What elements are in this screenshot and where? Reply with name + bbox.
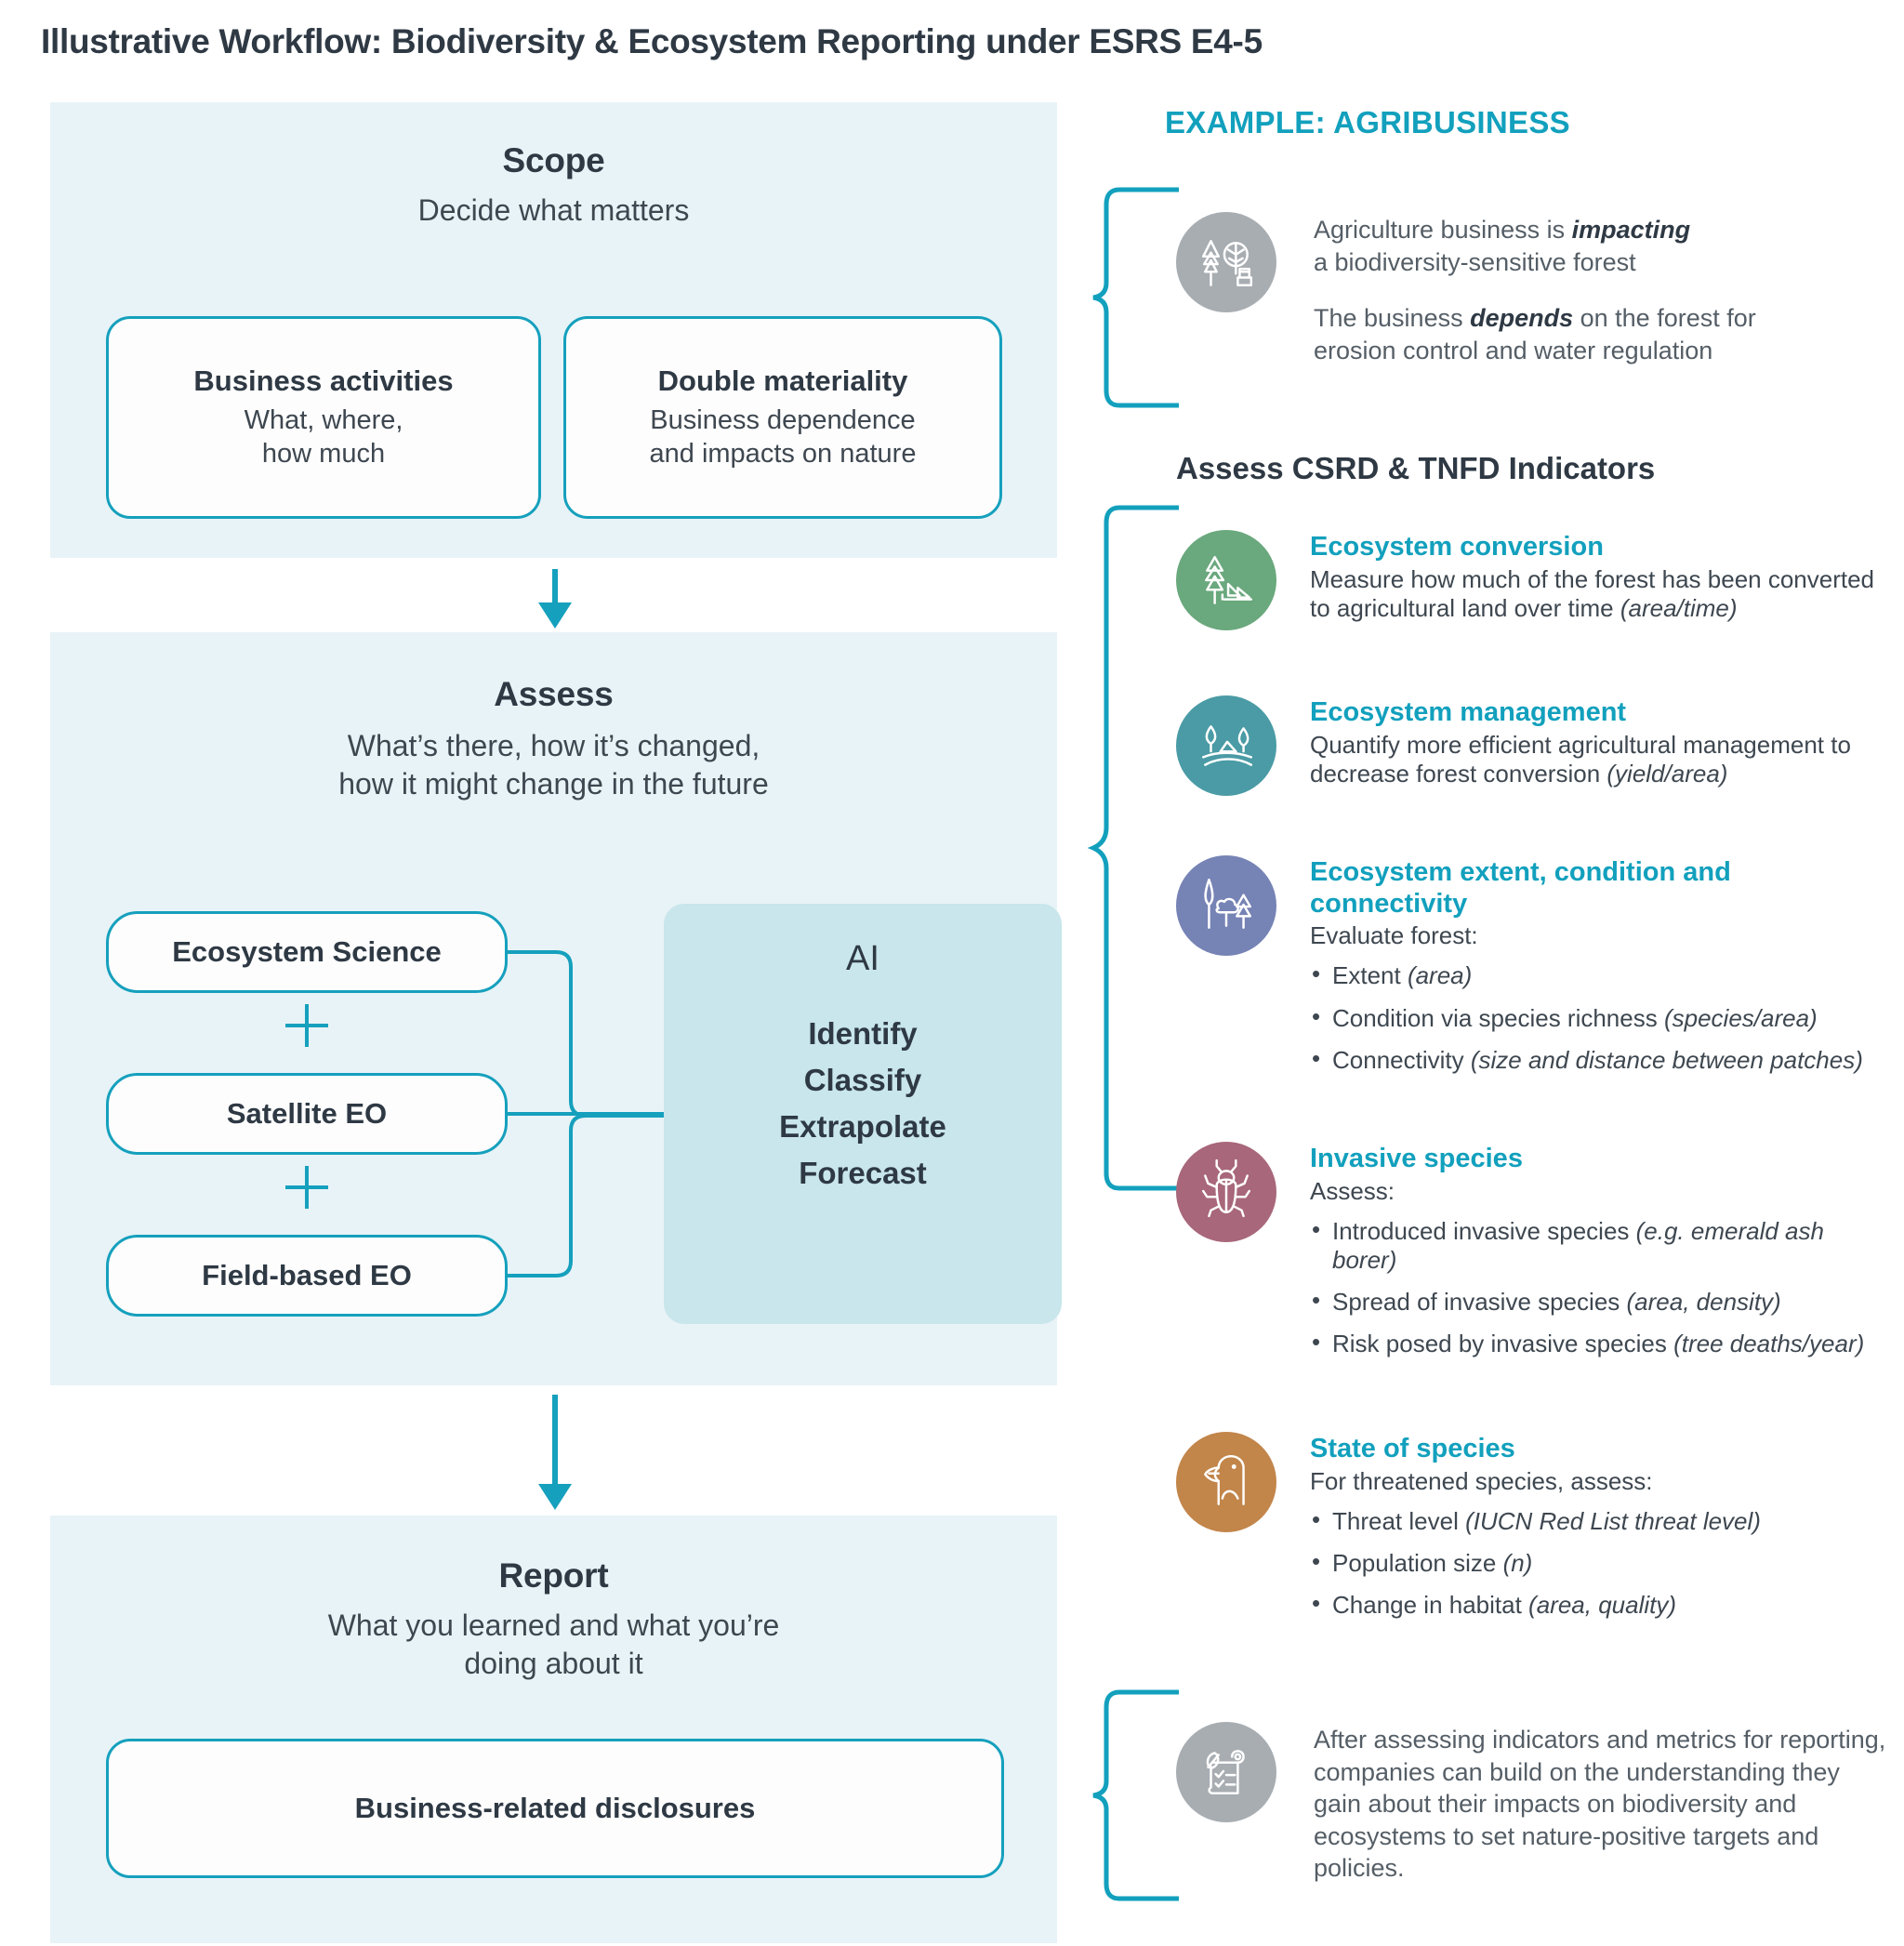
indicator-row-invasive-species: Invasive species Assess: Introduced inva…: [1176, 1142, 1883, 1372]
indicator-bullets-invasive-species: Introduced invasive species (e.g. emeral…: [1310, 1215, 1883, 1359]
ai-item-classify: Classify: [803, 1063, 922, 1098]
card-business-activities-title: Business activities: [193, 364, 454, 397]
list-item: Risk posed by invasive species (tree dea…: [1310, 1328, 1883, 1358]
pill-satellite-eo[interactable]: Satellite EO: [106, 1073, 508, 1155]
list-item: Connectivity (size and distance between …: [1310, 1044, 1883, 1075]
pill-ecosystem-science[interactable]: Ecosystem Science: [106, 911, 508, 993]
indicator-body-invasive-species: Assess:: [1310, 1176, 1395, 1205]
list-item: Introduced invasive species (e.g. emeral…: [1310, 1215, 1883, 1275]
indicator-title-ecosystem-management: Ecosystem management: [1310, 697, 1627, 727]
example-row: Agriculture business is impacting a biod…: [1176, 212, 1883, 366]
closing-text: After assessing indicators and metrics f…: [1314, 1726, 1886, 1883]
pine-tree-felled-icon: [1176, 530, 1276, 630]
arrow-scope-to-assess: [538, 569, 572, 629]
card-double-materiality-body: Business dependence and impacts on natur…: [649, 404, 917, 469]
ai-item-identify: Identify: [808, 1016, 918, 1051]
beetle-icon: [1176, 1142, 1276, 1242]
card-double-materiality-title: Double materiality: [657, 364, 908, 397]
stage-subtitle-scope: Decide what matters: [417, 193, 690, 227]
trees-cluster-icon: [1176, 855, 1276, 956]
farm-field-icon: [1176, 695, 1276, 796]
indicator-body-ecosystem-management: Quantify more efficient agricultural man…: [1310, 730, 1851, 788]
list-item: Threat level (IUCN Red List threat level…: [1310, 1505, 1761, 1536]
indicator-body-ecosystem-extent: Evaluate forest:: [1310, 921, 1478, 950]
example-paragraph-impacting: Agriculture business is impacting a biod…: [1314, 216, 1691, 276]
card-business-activities-body: What, where, how much: [244, 404, 403, 469]
bird-icon: [1176, 1432, 1276, 1532]
list-item: Extent (area): [1310, 960, 1883, 990]
indicator-bullets-state-of-species: Threat level (IUCN Red List threat level…: [1310, 1505, 1761, 1621]
indicator-title-ecosystem-extent: Ecosystem extent, condition and connecti…: [1310, 857, 1731, 919]
list-item: Spread of invasive species (area, densit…: [1310, 1286, 1883, 1317]
bracket-scope-to-example: [1092, 187, 1179, 408]
stage-title-scope: Scope: [502, 141, 605, 179]
indicator-bullets-ecosystem-extent: Extent (area) Condition via species rich…: [1310, 960, 1883, 1075]
indicator-body-ecosystem-conversion: Measure how much of the forest has been …: [1310, 564, 1875, 622]
indicator-row-state-of-species: State of species For threatened species,…: [1176, 1432, 1883, 1633]
indicator-title-invasive-species: Invasive species: [1310, 1144, 1523, 1173]
list-item: Population size (n): [1310, 1547, 1761, 1578]
card-double-materiality[interactable]: Double materiality Business dependence a…: [563, 316, 1002, 519]
example-paragraph-depends: The business depends on the forest for e…: [1314, 304, 1756, 364]
bracket-assess-to-indicators: [1087, 505, 1179, 1191]
indicator-row-ecosystem-conversion: Ecosystem conversion Measure how much of…: [1176, 530, 1883, 630]
page-title: Illustrative Workflow: Biodiversity & Ec…: [41, 22, 1263, 60]
indicator-title-state-of-species: State of species: [1310, 1434, 1515, 1463]
list-item: Change in habitat (area, quality): [1310, 1589, 1761, 1620]
ai-item-extrapolate: Extrapolate: [779, 1109, 946, 1145]
assess-indicators-heading: Assess CSRD & TNFD Indicators: [1176, 451, 1656, 485]
stage-panel-report: Report What you learned and what you’re …: [50, 1516, 1057, 1943]
stage-subtitle-assess: What’s there, how it’s changed, how it m…: [338, 729, 769, 801]
indicator-body-state-of-species: For threatened species, assess:: [1310, 1466, 1653, 1495]
scroll-checklist-leaf-icon: [1176, 1722, 1276, 1822]
ai-block: AI Identify Classify Extrapolate Forecas…: [664, 904, 1062, 1324]
list-item: Condition via species richness (species/…: [1310, 1002, 1883, 1033]
stage-title-report: Report: [498, 1556, 609, 1595]
indicator-row-ecosystem-management: Ecosystem management Quantify more effic…: [1176, 695, 1883, 796]
stage-subtitle-report: What you learned and what you’re doing a…: [327, 1608, 780, 1680]
connector-inputs-to-ai: [508, 950, 668, 1277]
bracket-report-to-closing: [1092, 1689, 1179, 1901]
card-disclosures-label: Business-related disclosures: [354, 1792, 756, 1824]
ai-label: AI: [846, 939, 879, 978]
arrow-assess-to-report: [538, 1395, 572, 1510]
closing-row: After assessing indicators and metrics f…: [1176, 1722, 1901, 1885]
indicator-row-ecosystem-extent: Ecosystem extent, condition and connecti…: [1176, 855, 1883, 1088]
example-agribusiness-heading: EXAMPLE: AGRIBUSINESS: [1165, 105, 1570, 139]
stage-panel-scope: Scope Decide what matters Business activ…: [50, 102, 1057, 558]
card-business-related-disclosures[interactable]: Business-related disclosures: [106, 1739, 1004, 1878]
card-business-activities[interactable]: Business activities What, where, how muc…: [106, 316, 541, 519]
ai-item-forecast: Forecast: [799, 1156, 927, 1191]
pill-field-based-eo[interactable]: Field-based EO: [106, 1235, 508, 1317]
stage-title-assess: Assess: [494, 675, 614, 713]
indicator-title-ecosystem-conversion: Ecosystem conversion: [1310, 532, 1604, 562]
forest-animal-icon: [1176, 212, 1276, 312]
stage-panel-assess: Assess What’s there, how it’s changed, h…: [50, 632, 1062, 1385]
